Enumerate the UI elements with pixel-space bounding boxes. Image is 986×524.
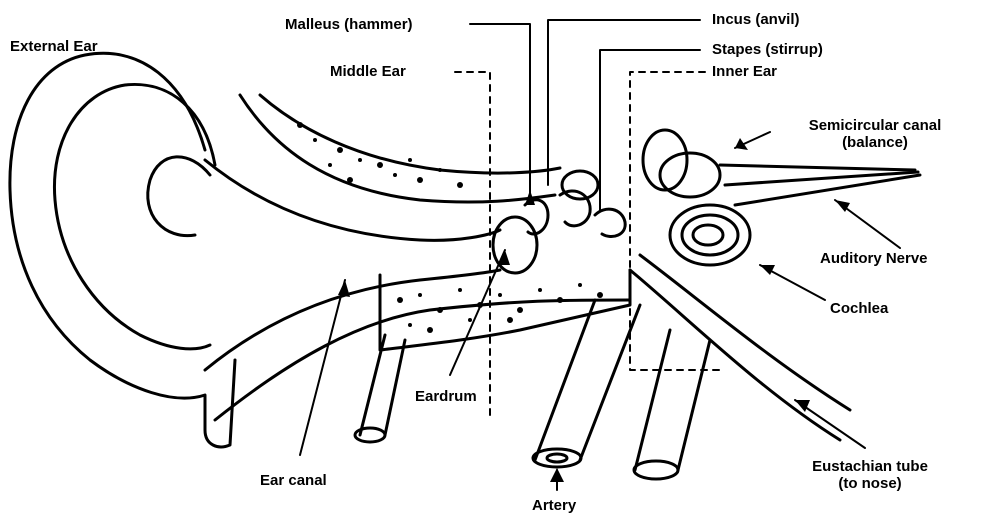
leader-incus (548, 20, 700, 185)
cochlea-mid (682, 215, 738, 255)
label-semicircular-canal-line2: (balance) (775, 134, 975, 151)
arrow-ear-canal (338, 280, 350, 297)
pinna-helix (54, 84, 215, 348)
label-stapes: Stapes (stirrup) (712, 41, 823, 58)
label-middle-ear: Middle Ear (330, 63, 406, 80)
semicircular-canal-1 (562, 171, 598, 199)
label-cochlea: Cochlea (830, 300, 888, 317)
ear-canal-bottom (205, 270, 500, 370)
label-malleus: Malleus (hammer) (285, 16, 413, 33)
small-tube-left (360, 335, 405, 435)
incus-shape (560, 191, 590, 226)
label-external-ear: External Ear (10, 38, 98, 55)
label-incus: Incus (anvil) (712, 11, 800, 28)
label-ear-canal: Ear canal (260, 472, 327, 489)
tube-right-end (634, 461, 678, 479)
pinna-inner-fold (148, 157, 210, 236)
auditory-nerve-top (720, 165, 915, 170)
label-artery: Artery (532, 497, 576, 514)
cochlea-inner (693, 225, 723, 245)
semicircular-canal-3 (660, 153, 720, 197)
artery-lumen (547, 454, 567, 462)
eustachian-tube-lines (630, 255, 850, 440)
arrow-artery (550, 468, 564, 482)
leader-eardrum (450, 250, 505, 375)
label-eardrum: Eardrum (415, 388, 477, 405)
tube-right (635, 330, 710, 470)
leader-stapes (600, 50, 700, 210)
label-eustachian-tube-line2: (to nose) (770, 475, 970, 492)
arrow-eardrum (498, 250, 510, 265)
arrow-cochlea (760, 265, 775, 275)
label-eustachian-tube-line1: Eustachian tube (770, 458, 970, 475)
canal-outer-wall-top (240, 95, 555, 202)
semicircular-canal-2 (643, 130, 687, 190)
stapes-shape (595, 209, 625, 236)
label-semicircular-canal-line1: Semicircular canal (775, 117, 975, 134)
leader-ear-canal (300, 280, 345, 455)
label-auditory-nerve: Auditory Nerve (820, 250, 928, 267)
label-inner-ear: Inner Ear (712, 63, 777, 80)
pinna-outline (10, 53, 235, 447)
artery-end (533, 449, 581, 467)
label-semicircular-canal: Semicircular canal (balance) (775, 117, 975, 151)
leader-middle-ear (455, 72, 490, 420)
label-eustachian-tube: Eustachian tube (to nose) (770, 458, 970, 492)
